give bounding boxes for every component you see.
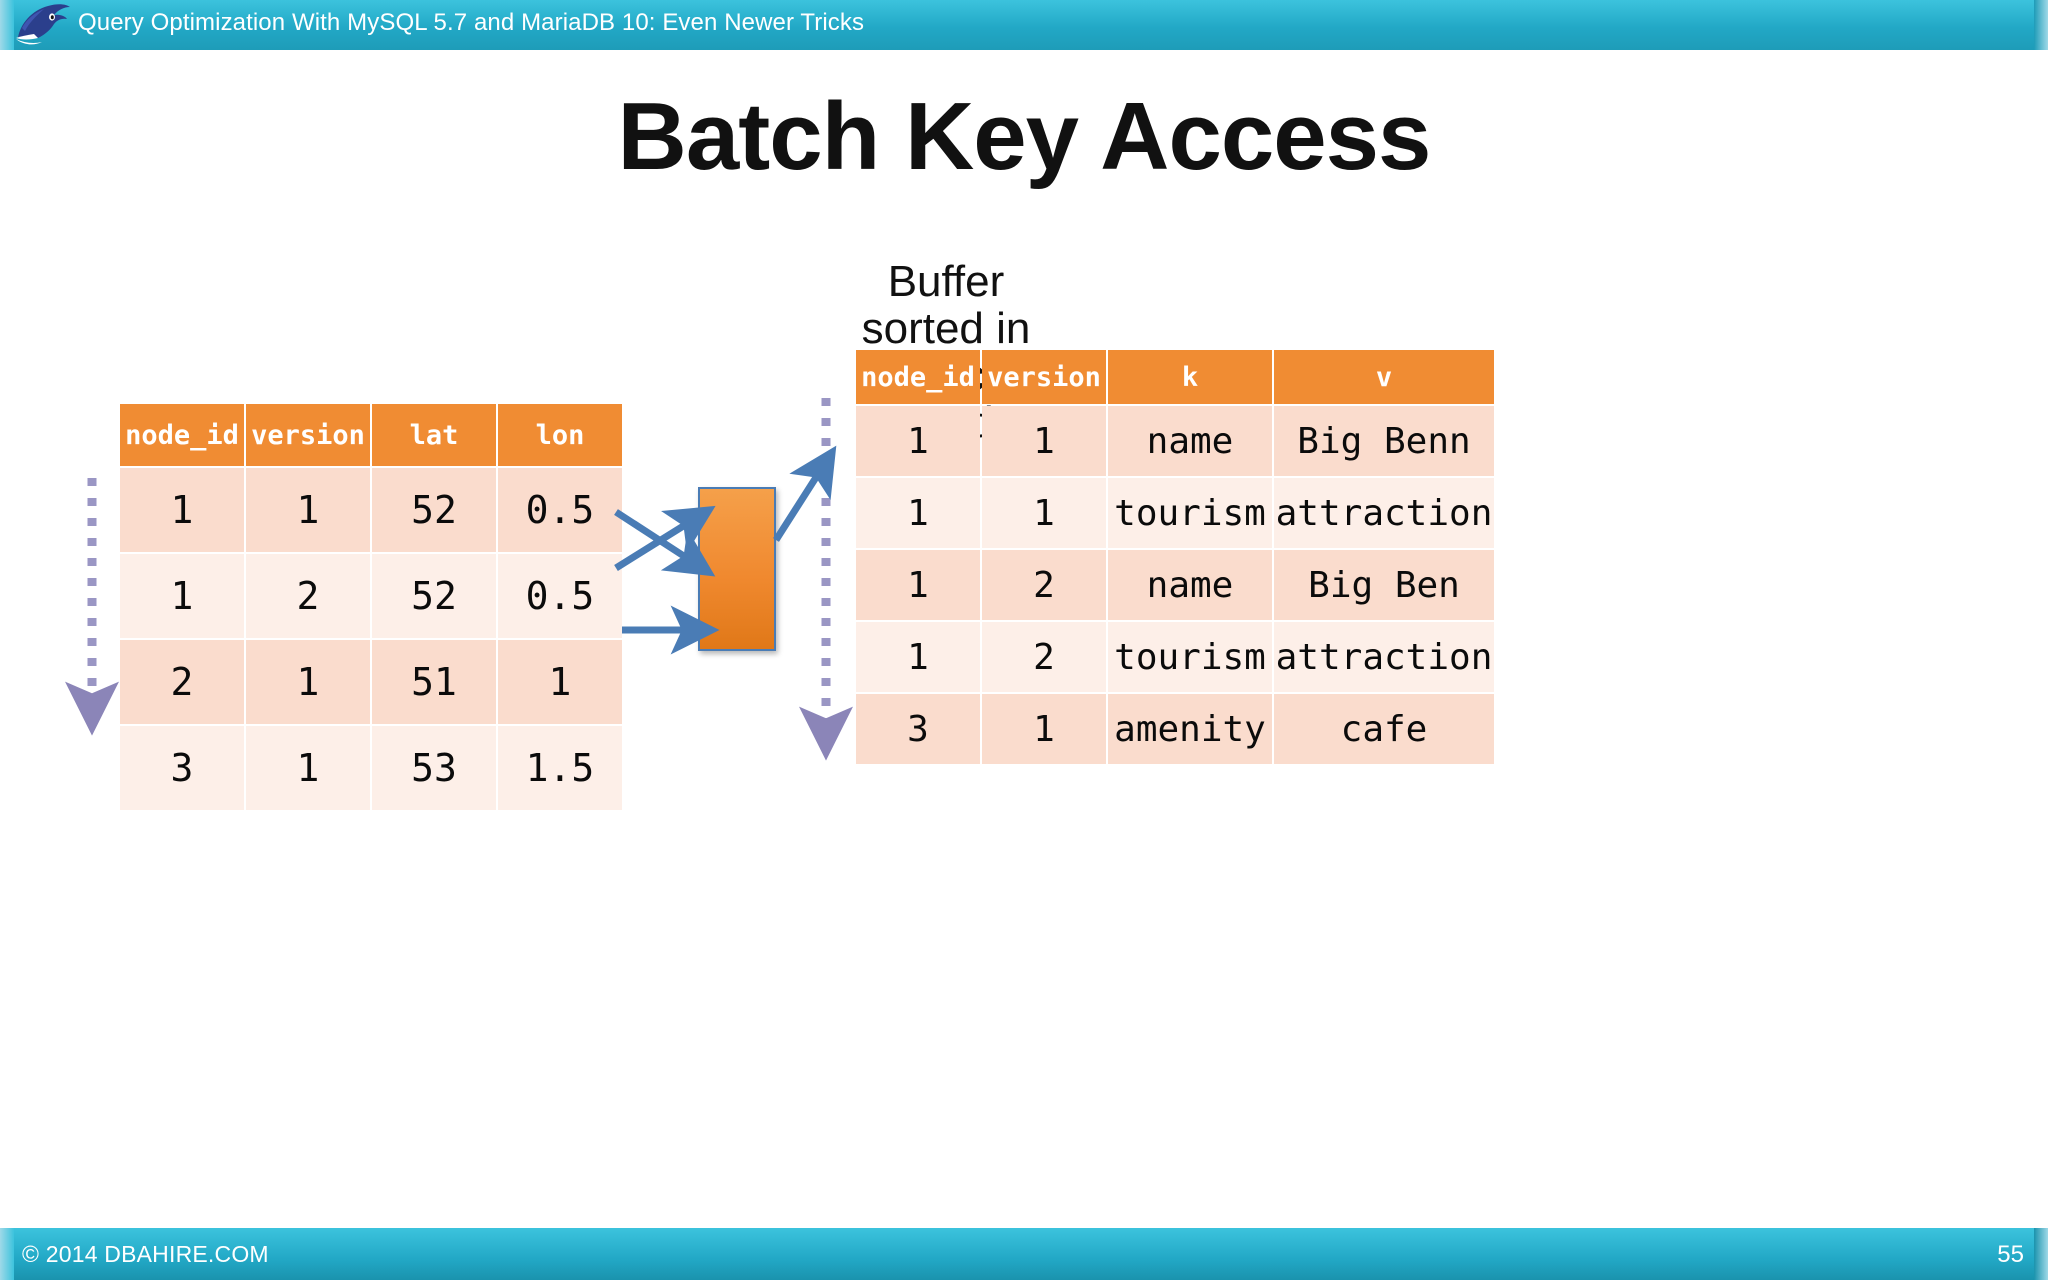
cell-lon: 0.5 (498, 468, 622, 552)
cell-lon: 1.5 (498, 726, 622, 810)
cell-lat: 52 (372, 554, 496, 638)
column-header-version: version (246, 404, 370, 466)
table-row: 1 2 tourism attraction (856, 622, 1494, 692)
table-row: 1 2 name Big Ben (856, 550, 1494, 620)
cell-version: 1 (246, 640, 370, 724)
slide-number-label: 55 (1997, 1241, 2024, 1268)
join-buffer-box (698, 487, 776, 651)
footer-edge-left (0, 1228, 14, 1280)
cell-lat: 52 (372, 468, 496, 552)
cell-lon: 0.5 (498, 554, 622, 638)
cell-k: amenity (1108, 694, 1272, 764)
table-row: 1 1 tourism attraction (856, 478, 1494, 548)
slide-footer-bar: © 2014 DBAHIRE.COM 55 (0, 1228, 2048, 1280)
column-header-lon: lon (498, 404, 622, 466)
cell-node-id: 1 (856, 622, 980, 692)
cell-version: 1 (246, 468, 370, 552)
buffer-to-tags-arrow (773, 445, 837, 542)
header-edge-left (0, 0, 14, 50)
cell-k: name (1108, 550, 1272, 620)
column-header-lat: lat (372, 404, 496, 466)
cell-lat: 51 (372, 640, 496, 724)
cell-lon: 1 (498, 640, 622, 724)
footer-edge-right (2034, 1228, 2048, 1280)
cell-k: name (1108, 406, 1272, 476)
cell-version: 2 (982, 622, 1106, 692)
column-header-v: v (1274, 350, 1494, 404)
cell-version: 1 (982, 478, 1106, 548)
header-edge-right (2034, 0, 2048, 50)
table-row: 1 1 name Big Benn (856, 406, 1494, 476)
cell-v: attraction (1274, 478, 1494, 548)
cell-node-id: 3 (856, 694, 980, 764)
cell-version: 1 (982, 406, 1106, 476)
cell-node-id: 1 (120, 554, 244, 638)
cell-node-id: 1 (120, 468, 244, 552)
cell-version: 1 (982, 694, 1106, 764)
cell-node-id: 1 (856, 406, 980, 476)
cell-node-id: 2 (120, 640, 244, 724)
table-header-row: node_id version lat lon (120, 404, 622, 466)
table-row: 3 1 amenity cafe (856, 694, 1494, 764)
cell-node-id: 1 (856, 550, 980, 620)
column-header-k: k (1108, 350, 1272, 404)
slide-header-bar: Query Optimization With MySQL 5.7 and Ma… (0, 0, 2048, 50)
table-header-row: node_id version k v (856, 350, 1494, 404)
page-title: Batch Key Access (617, 83, 1432, 190)
cell-version: 1 (246, 726, 370, 810)
row-to-buffer-arrows (614, 505, 720, 655)
cell-node-id: 1 (856, 478, 980, 548)
cell-v: Big Ben (1274, 550, 1494, 620)
cell-version: 2 (982, 550, 1106, 620)
cell-node-id: 3 (120, 726, 244, 810)
cell-k: tourism (1108, 478, 1272, 548)
cell-v: cafe (1274, 694, 1494, 764)
column-header-version: version (982, 350, 1106, 404)
cell-v: Big Benn (1274, 406, 1494, 476)
header-title: Query Optimization With MySQL 5.7 and Ma… (78, 9, 865, 36)
dolphin-logo-icon (16, 4, 70, 45)
copyright-label: © 2014 DBAHIRE.COM (22, 1241, 269, 1267)
tags-table: node_id version k v 1 1 name Big Benn 1 … (854, 348, 1496, 766)
table-row: 1 1 52 0.5 (120, 468, 622, 552)
source-rows-table: node_id version lat lon 1 1 52 0.5 1 2 5… (118, 402, 624, 812)
column-header-node-id: node_id (856, 350, 980, 404)
table-row: 2 1 51 1 (120, 640, 622, 724)
cell-v: attraction (1274, 622, 1494, 692)
cell-lat: 53 (372, 726, 496, 810)
table-row: 3 1 53 1.5 (120, 726, 622, 810)
table-row: 1 2 52 0.5 (120, 554, 622, 638)
column-header-node-id: node_id (120, 404, 244, 466)
cell-version: 2 (246, 554, 370, 638)
cell-k: tourism (1108, 622, 1272, 692)
